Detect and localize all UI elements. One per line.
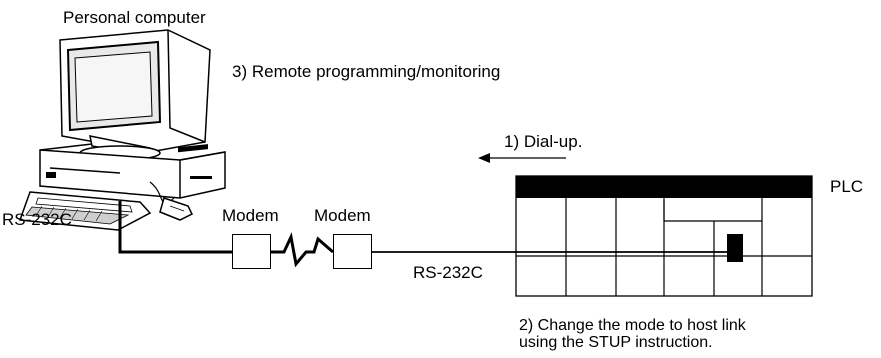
- remote-programming-label: 3) Remote programming/monitoring: [232, 62, 501, 81]
- change-mode-label-line1: 2) Change the mode to host link: [519, 317, 746, 334]
- modem-right-box: [333, 234, 372, 269]
- personal-computer-label: Personal computer: [63, 8, 206, 27]
- dial-up-arrow: [478, 153, 566, 163]
- modem-left-label: Modem: [222, 206, 279, 225]
- personal-computer-icon: [18, 29, 226, 231]
- modem-right-label: Modem: [314, 206, 371, 225]
- pc-rs232c-cable: [118, 201, 232, 254]
- plc-communication-port: [727, 234, 743, 262]
- dial-up-label: 1) Dial-up.: [504, 132, 583, 151]
- plc-label: PLC: [830, 177, 864, 196]
- rs232c-plc-label: RS-232C: [413, 263, 483, 282]
- modem-left-box: [232, 234, 271, 269]
- change-mode-label-line2: using the STUP instruction.: [519, 334, 713, 351]
- rs232c-pc-label: RS-232C: [2, 210, 72, 229]
- telephone-line: [270, 232, 334, 268]
- plc-rack: [515, 175, 813, 297]
